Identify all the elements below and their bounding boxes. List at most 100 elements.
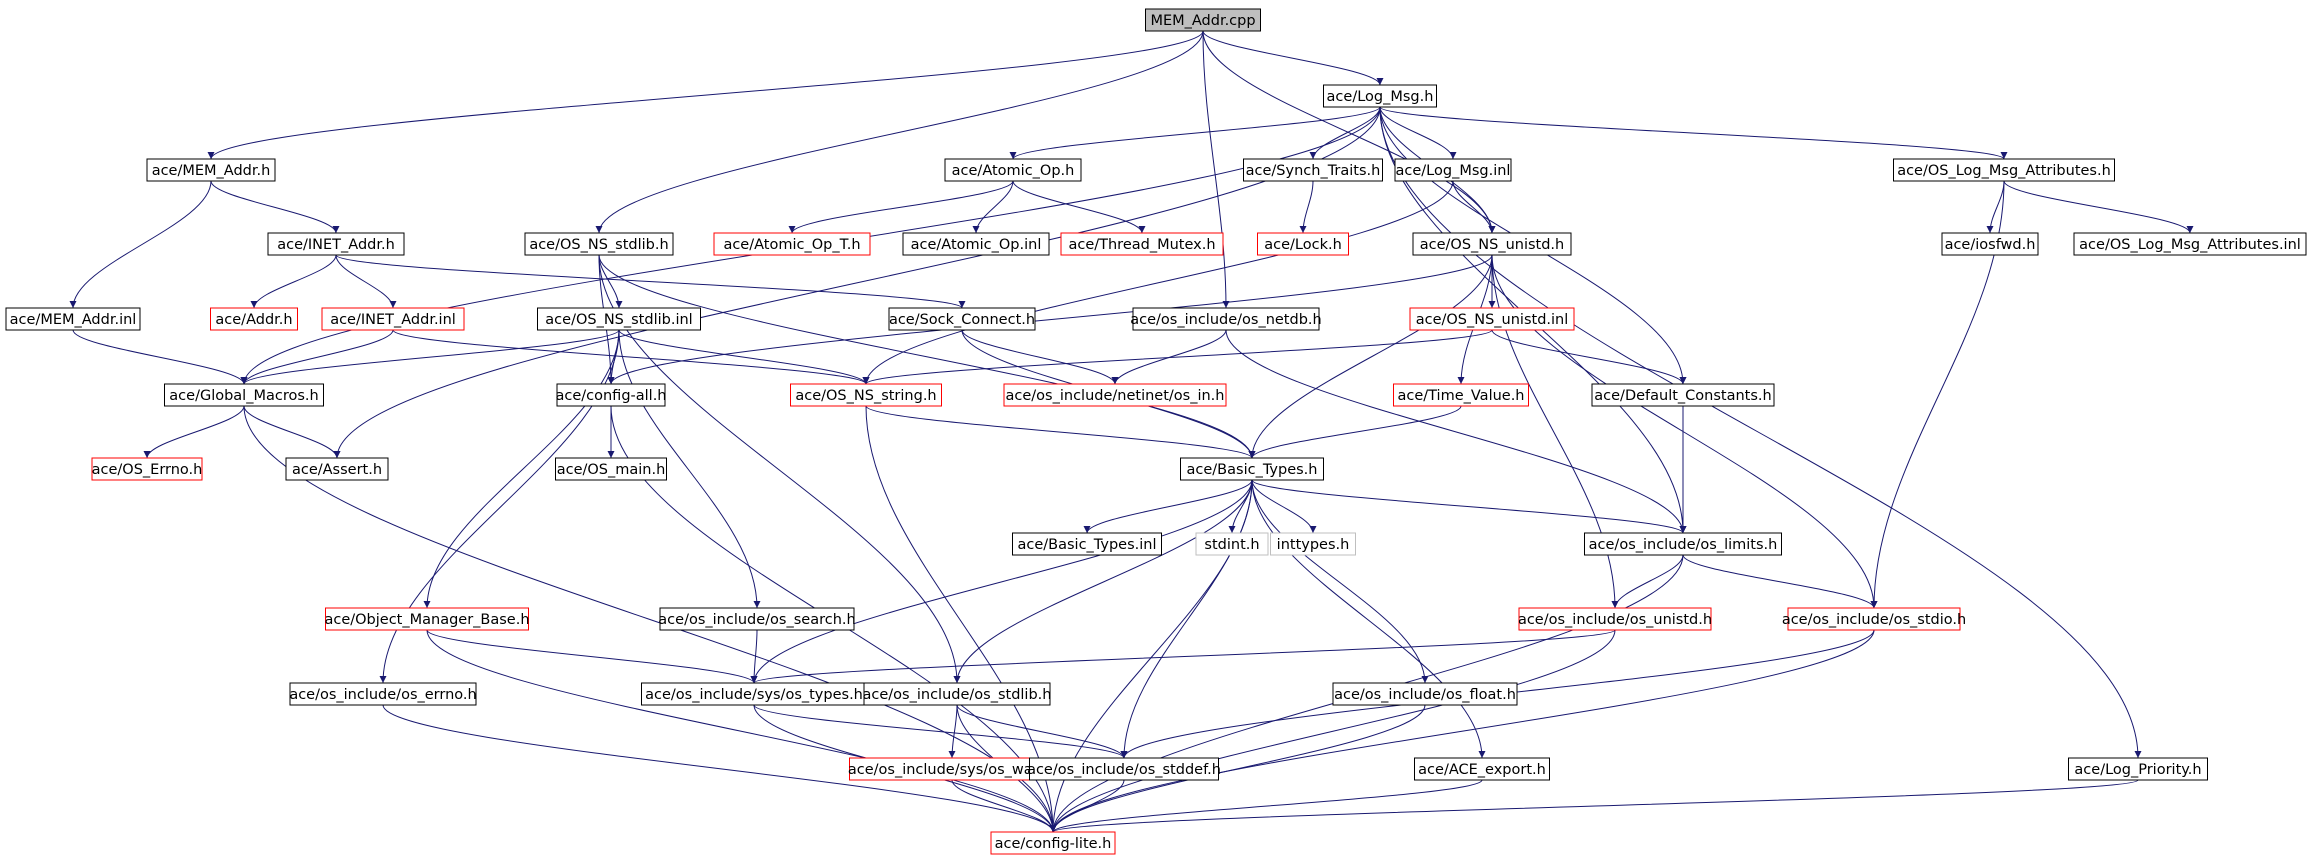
node-os-search-h[interactable]: ace/os_include/os_search.h bbox=[658, 607, 856, 631]
node-atomic-op-inl[interactable]: ace/Atomic_Op.inl bbox=[902, 232, 1050, 256]
node-mem-addr-h[interactable]: ace/MEM_Addr.h bbox=[146, 158, 276, 182]
node-os-ns-stdlib-h[interactable]: ace/OS_NS_stdlib.h bbox=[524, 232, 674, 256]
node-label: ace/os_include/os_netdb.h bbox=[1130, 312, 1321, 328]
edge-mem_addr_h-to-inet_addr_h bbox=[210, 180, 340, 234]
node-label: ace/os_include/sys/os_types.h bbox=[645, 687, 863, 703]
node-iosfwd-h[interactable]: ace/iosfwd.h bbox=[1941, 232, 2039, 256]
node-time-value-h[interactable]: ace/Time_Value.h bbox=[1393, 383, 1529, 407]
edge-basic_types_h-to-config_lite_h bbox=[1049, 479, 1253, 833]
edge-basic_types_h-to-os_stdlib_inc_h bbox=[953, 479, 1253, 684]
node-default-constants-h[interactable]: ace/Default_Constants.h bbox=[1591, 383, 1775, 407]
node-global-macros-h[interactable]: ace/Global_Macros.h bbox=[164, 383, 324, 407]
edge-log_msg_h-to-log_priority_h bbox=[1379, 106, 2142, 759]
node-label: ace/os_include/netinet/os_in.h bbox=[1006, 388, 1225, 404]
node-stdint-h[interactable]: stdint.h bbox=[1195, 532, 1269, 556]
node-box bbox=[1518, 607, 1712, 631]
edge-sock_connect_h-to-os_in_h bbox=[961, 329, 1119, 385]
node-inttypes-h[interactable]: inttypes.h bbox=[1270, 532, 1356, 556]
edge-os_ns_unistd_h-to-basic_types_h bbox=[1248, 254, 1493, 459]
node-label: ace/os_include/os_float.h bbox=[1334, 687, 1516, 703]
node-os-stdio-h[interactable]: ace/os_include/os_stdio.h bbox=[1782, 607, 1966, 631]
node-label: ace/os_include/os_limits.h bbox=[1589, 537, 1778, 553]
node-label: ace/INET_Addr.h bbox=[277, 237, 395, 253]
node-os-stddef-h[interactable]: ace/os_include/os_stddef.h bbox=[1027, 757, 1221, 781]
node-inet-addr-h[interactable]: ace/INET_Addr.h bbox=[267, 232, 405, 256]
node-os-float-h[interactable]: ace/os_include/os_float.h bbox=[1332, 682, 1518, 706]
edge-os_ns_stdlib_inl-to-os_errno_inc_h bbox=[379, 329, 620, 684]
node-basic-types-inl[interactable]: ace/Basic_Types.inl bbox=[1012, 532, 1162, 556]
node-os-ns-stdlib-inl[interactable]: ace/OS_NS_stdlib.inl bbox=[537, 307, 701, 331]
edge-mem_addr_cpp-to-os_ns_stdlib_h bbox=[595, 30, 1204, 234]
node-label: ace/Atomic_Op_T.h bbox=[723, 237, 860, 253]
node-os-ns-unistd-inl[interactable]: ace/OS_NS_unistd.inl bbox=[1409, 307, 1575, 331]
node-label: ace/os_include/os_stddef.h bbox=[1027, 762, 1221, 778]
node-config-lite-h[interactable]: ace/config-lite.h bbox=[990, 831, 1116, 855]
node-atomic-op-h[interactable]: ace/Atomic_Op.h bbox=[944, 158, 1082, 182]
node-log-msg-inl[interactable]: ace/Log_Msg.inl bbox=[1394, 158, 1512, 182]
edge-os_ns_unistd_h-to-os_unistd_h bbox=[1491, 254, 1619, 609]
node-os-errno-inc-h[interactable]: ace/os_include/os_errno.h bbox=[289, 682, 477, 706]
node-assert-h[interactable]: ace/Assert.h bbox=[285, 457, 389, 481]
node-label: ace/OS_NS_stdlib.inl bbox=[545, 312, 692, 328]
node-box bbox=[1145, 8, 1261, 32]
node-box bbox=[1414, 757, 1550, 781]
node-label: ace/Default_Constants.h bbox=[1594, 388, 1771, 404]
node-os-errno-h[interactable]: ace/OS_Errno.h bbox=[91, 457, 203, 481]
node-synch-traits-h[interactable]: ace/Synch_Traits.h bbox=[1243, 158, 1383, 182]
node-os-main-h[interactable]: ace/OS_main.h bbox=[555, 457, 667, 481]
node-label: ace/config-lite.h bbox=[995, 836, 1112, 852]
node-sys-os-types-h[interactable]: ace/os_include/sys/os_types.h bbox=[641, 682, 867, 706]
node-label: ace/OS_NS_unistd.h bbox=[1420, 237, 1564, 253]
node-label: ace/OS_NS_stdlib.h bbox=[529, 237, 668, 253]
node-log-priority-h[interactable]: ace/Log_Priority.h bbox=[2068, 757, 2208, 781]
edge-atomic_op_h-to-atomic_op_t_h bbox=[788, 180, 1014, 234]
node-atomic-op-t-h[interactable]: ace/Atomic_Op_T.h bbox=[713, 232, 871, 256]
node-log-msg-h[interactable]: ace/Log_Msg.h bbox=[1323, 84, 1437, 108]
node-thread-mutex-h[interactable]: ace/Thread_Mutex.h bbox=[1060, 232, 1224, 256]
node-box bbox=[321, 307, 465, 331]
edge-log_priority_h-to-config_lite_h bbox=[1049, 779, 2139, 833]
node-os-limits-h[interactable]: ace/os_include/os_limits.h bbox=[1584, 532, 1782, 556]
node-box bbox=[164, 383, 324, 407]
edge-mem_addr_cpp-to-mem_addr_h bbox=[207, 30, 1204, 160]
edge-log_msg_h-to-log_msg_inl bbox=[1379, 106, 1457, 160]
node-sys-os-wait-h[interactable]: ace/os_include/sys/os_wait.h bbox=[848, 757, 1056, 781]
node-label: ace/os_include/os_errno.h bbox=[289, 687, 476, 703]
edge-mem_addr_cpp-to-os_netdb_h bbox=[1202, 30, 1230, 309]
edge-sys_os_wait_h-to-config_lite_h bbox=[951, 779, 1057, 833]
node-box bbox=[1132, 307, 1320, 331]
edge-log_msg_h-to-synch_traits_h bbox=[1309, 106, 1381, 160]
node-box bbox=[1270, 532, 1356, 556]
node-box bbox=[285, 457, 389, 481]
node-label: ace/os_include/sys/os_wait.h bbox=[848, 762, 1056, 778]
node-mem-addr-inl[interactable]: ace/MEM_Addr.inl bbox=[5, 307, 141, 331]
node-os-in-h[interactable]: ace/os_include/netinet/os_in.h bbox=[1003, 383, 1227, 407]
edge-global_macros_h-to-os_errno_h bbox=[143, 405, 245, 459]
edge-synch_traits_h-to-lock_h bbox=[1299, 180, 1314, 234]
node-os-ns-unistd-h[interactable]: ace/OS_NS_unistd.h bbox=[1412, 232, 1572, 256]
node-lock-h[interactable]: ace/Lock.h bbox=[1257, 232, 1349, 256]
node-label: MEM_Addr.cpp bbox=[1150, 13, 1255, 29]
edge-os_ns_unistd_h-to-config_all_h bbox=[607, 254, 1493, 385]
edge-atomic_op_h-to-thread_mutex_h bbox=[1012, 180, 1146, 234]
node-sock-connect-h[interactable]: ace/Sock_Connect.h bbox=[888, 307, 1036, 331]
node-basic-types-h[interactable]: ace/Basic_Types.h bbox=[1180, 457, 1324, 481]
node-os-unistd-h[interactable]: ace/os_include/os_unistd.h bbox=[1518, 607, 1712, 631]
node-box bbox=[902, 232, 1050, 256]
node-os-ns-string-h[interactable]: ace/OS_NS_string.h bbox=[790, 383, 942, 407]
node-inet-addr-inl[interactable]: ace/INET_Addr.inl bbox=[321, 307, 465, 331]
node-os-log-msg-attr-inl[interactable]: ace/OS_Log_Msg_Attributes.inl bbox=[2073, 232, 2307, 256]
node-os-stdlib-inc-h[interactable]: ace/os_include/os_stdlib.h bbox=[863, 682, 1052, 706]
node-mem-addr-cpp[interactable]: MEM_Addr.cpp bbox=[1145, 8, 1261, 32]
edge-log_msg_inl-to-os_ns_string_h bbox=[862, 180, 1454, 385]
node-object-manager-base-h[interactable]: ace/Object_Manager_Base.h bbox=[324, 607, 530, 631]
node-ace-export-h[interactable]: ace/ACE_export.h bbox=[1414, 757, 1550, 781]
edge-log_msg_h-to-os_log_msg_attr_h bbox=[1379, 106, 2008, 160]
node-config-all-h[interactable]: ace/config-all.h bbox=[555, 383, 667, 407]
edge-time_value_h-to-basic_types_h bbox=[1248, 405, 1462, 459]
node-os-log-msg-attr-h[interactable]: ace/OS_Log_Msg_Attributes.h bbox=[1893, 158, 2115, 182]
node-os-netdb-h[interactable]: ace/os_include/os_netdb.h bbox=[1130, 307, 1322, 331]
node-box bbox=[1941, 232, 2039, 256]
node-addr-h[interactable]: ace/Addr.h bbox=[210, 307, 298, 331]
